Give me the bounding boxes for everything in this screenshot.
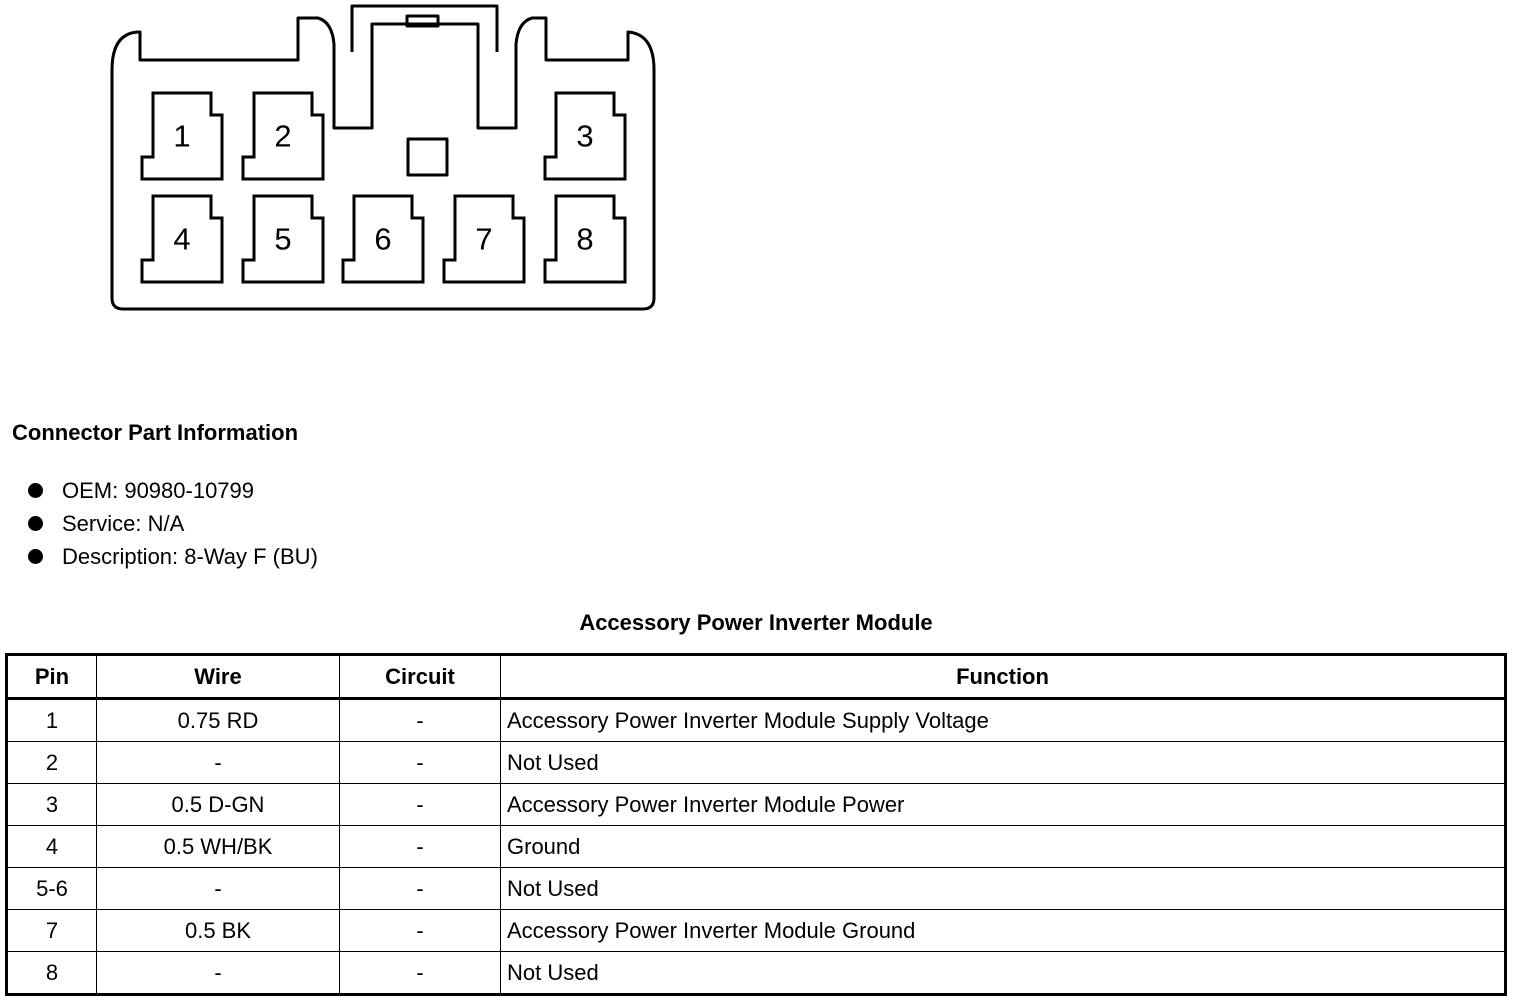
terminal-cavity: [140, 91, 224, 181]
column-header-pin: Pin: [6, 654, 97, 700]
connector-latch: [350, 4, 499, 52]
part-info-item-oem: OEM: 90980-10799: [28, 474, 318, 507]
pinout-table: Pin Wire Circuit Function 1 0.75 RD - Ac…: [5, 653, 1507, 996]
cell-wire: 0.5 BK: [96, 909, 340, 952]
cell-function: Accessory Power Inverter Module Supply V…: [500, 698, 1506, 742]
cavity-pin-number: 5: [274, 222, 291, 257]
cavity-pin-number: 8: [576, 222, 593, 257]
table-row: 3 0.5 D-GN - Accessory Power Inverter Mo…: [6, 783, 1506, 826]
terminal-cavity: [241, 91, 325, 181]
bullet-icon: [28, 549, 43, 564]
pinout-table-title: Accessory Power Inverter Module: [579, 610, 933, 635]
cavity-pin-number: 2: [274, 119, 291, 154]
cavity-pin-number: 1: [173, 119, 190, 154]
connector-face-diagram: 1 2 3 4 5 6 7 8: [110, 4, 656, 311]
cell-function: Accessory Power Inverter Module Ground: [500, 909, 1506, 952]
part-info-item-description: Description: 8-Way F (BU): [28, 540, 318, 573]
cell-function: Ground: [500, 825, 1506, 868]
part-info-oem: OEM: 90980-10799: [62, 477, 255, 503]
connector-part-info-list: OEM: 90980-10799 Service: N/A Descriptio…: [28, 474, 318, 573]
cell-circuit: -: [339, 867, 501, 910]
cavity-pin-number: 6: [374, 222, 391, 257]
cell-circuit: -: [339, 698, 501, 742]
pinout-table-header-row: Pin Wire Circuit Function: [6, 654, 1506, 700]
cell-circuit: -: [339, 951, 501, 995]
connector-part-info-heading: Connector Part Information: [12, 420, 299, 445]
connector-latch-tab: [405, 14, 440, 28]
part-info-service: Service: N/A: [62, 510, 185, 536]
terminal-cavity: [341, 194, 425, 284]
part-info-item-service: Service: N/A: [28, 507, 318, 540]
cell-function: Not Used: [500, 741, 1506, 784]
cell-function: Accessory Power Inverter Module Power: [500, 783, 1506, 826]
cavity-pin-number: 3: [576, 119, 593, 154]
cell-circuit: -: [339, 825, 501, 868]
table-row: 8 - - Not Used: [6, 951, 1506, 995]
cell-wire: -: [96, 867, 340, 910]
table-row: 4 0.5 WH/BK - Ground: [6, 825, 1506, 868]
terminal-cavity: [543, 194, 627, 284]
cell-wire: -: [96, 741, 340, 784]
column-header-wire: Wire: [96, 654, 340, 700]
part-info-description: Description: 8-Way F (BU): [62, 543, 318, 569]
cell-pin: 7: [6, 909, 97, 952]
table-row: 5-6 - - Not Used: [6, 867, 1506, 910]
table-row: 2 - - Not Used: [6, 741, 1506, 784]
cell-function: Not Used: [500, 867, 1506, 910]
cell-wire: 0.75 RD: [96, 698, 340, 742]
table-row: 1 0.75 RD - Accessory Power Inverter Mod…: [6, 698, 1506, 742]
bullet-icon: [28, 483, 43, 498]
cell-pin: 3: [6, 783, 97, 826]
terminal-cavity: [241, 194, 325, 284]
connector-polarization-key: [406, 137, 449, 177]
cell-circuit: -: [339, 783, 501, 826]
column-header-function: Function: [500, 654, 1506, 700]
cavity-pin-number: 4: [173, 222, 190, 257]
cell-wire: 0.5 WH/BK: [96, 825, 340, 868]
cell-wire: -: [96, 951, 340, 995]
cavity-pin-number: 7: [475, 222, 492, 257]
cell-circuit: -: [339, 741, 501, 784]
cell-pin: 8: [6, 951, 97, 995]
connector-housing-outline: [110, 16, 656, 311]
cell-pin: 5-6: [6, 867, 97, 910]
bullet-icon: [28, 516, 43, 531]
terminal-cavity: [442, 194, 526, 284]
cell-circuit: -: [339, 909, 501, 952]
cell-pin: 2: [6, 741, 97, 784]
cell-wire: 0.5 D-GN: [96, 783, 340, 826]
terminal-cavity: [543, 91, 627, 181]
cell-pin: 4: [6, 825, 97, 868]
terminal-cavity: [140, 194, 224, 284]
table-row: 7 0.5 BK - Accessory Power Inverter Modu…: [6, 909, 1506, 952]
column-header-circuit: Circuit: [339, 654, 501, 700]
cell-function: Not Used: [500, 951, 1506, 995]
cell-pin: 1: [6, 698, 97, 742]
